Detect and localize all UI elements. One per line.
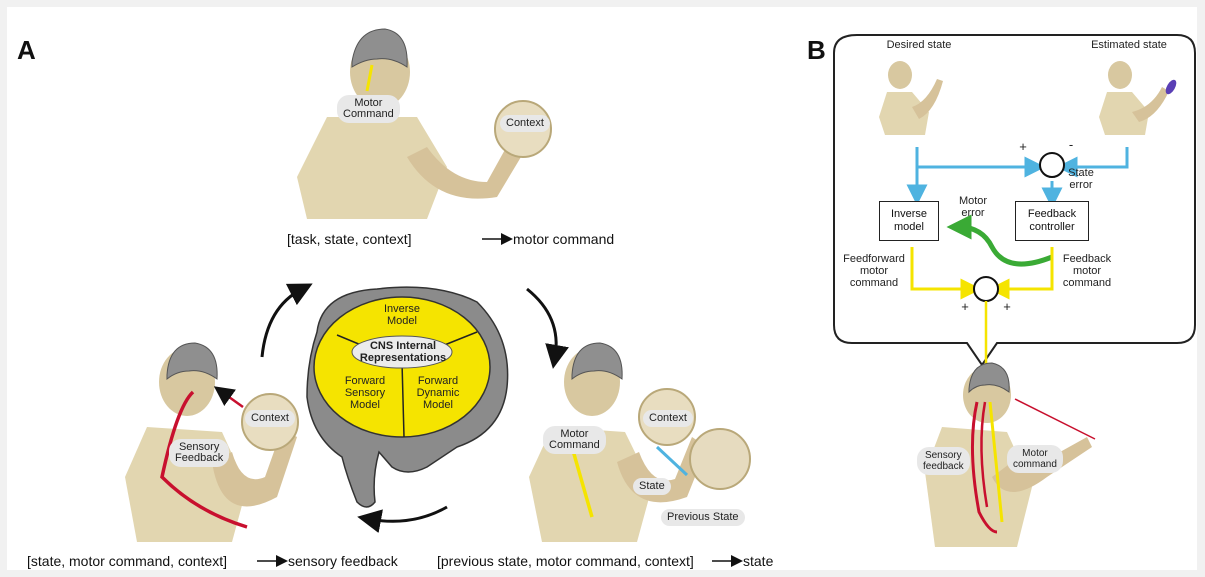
brain-forward-sensory-label: Forward Sensory Model — [344, 375, 386, 411]
right-formula-right: state — [743, 553, 774, 569]
body-brain — [968, 362, 1010, 394]
estimated-state-figure — [1099, 61, 1177, 135]
inverse-model-block: Inverse model — [879, 201, 939, 241]
state-error-label: State error — [1068, 167, 1094, 191]
motor-sum-junction — [973, 276, 999, 302]
panel-b-letter: B — [807, 35, 826, 65]
top-arm — [407, 137, 527, 199]
feedforward-line — [910, 247, 982, 300]
figure: A — [7, 7, 1197, 570]
top-torso — [297, 117, 447, 219]
top-formula-left: [task, state, context] — [287, 231, 412, 247]
feedforward-motor-command-label: Feedforward motor command — [843, 253, 905, 289]
desired-state-label: Desired state — [886, 39, 952, 51]
feedback-motor-command-label: Feedback motor command — [1062, 253, 1112, 289]
left-formula-right: sensory feedback — [288, 553, 398, 569]
estimated-arm — [1132, 87, 1169, 122]
estimated-torso — [1099, 92, 1149, 135]
left-sensory-feedback-label: Sensory Feedback — [169, 439, 230, 467]
brain-forward-dynamic-label: Forward Dynamic Model — [416, 375, 460, 411]
right-brain — [571, 342, 623, 381]
brain-cns-ellipse — [351, 335, 453, 369]
left-context-label: Context — [245, 410, 295, 427]
brain-diagram — [306, 286, 509, 508]
panel-a-graphics — [125, 28, 751, 567]
motor-plus-sign-right: + — [1003, 299, 1011, 314]
top-brain — [351, 28, 408, 68]
right-motor-arrow — [570, 446, 594, 518]
state-sum-junction — [1039, 152, 1065, 178]
right-previous-ball — [689, 428, 751, 490]
top-context-label: Context — [500, 115, 550, 132]
estimated-state-label: Estimated state — [1091, 39, 1167, 51]
estimated-head — [1108, 61, 1132, 89]
body-face — [963, 367, 1011, 423]
left-formula-left: [state, motor command, context] — [27, 553, 227, 569]
estimated-object — [1165, 79, 1177, 95]
body-motor-arrow — [988, 401, 1004, 523]
desired-arm — [912, 79, 943, 119]
body-sensory-arrow-2 — [980, 401, 989, 508]
body-motor-command-label: Motor command — [1007, 445, 1063, 473]
top-motor-command-label: Motor Command — [337, 95, 400, 123]
left-sensory-arrow — [160, 390, 248, 529]
right-motor-command-label: Motor Command — [543, 426, 606, 454]
left-brain — [166, 342, 218, 381]
right-context-label: Context — [643, 410, 693, 427]
cycle-arrow-left-up — [260, 283, 313, 358]
cycle-arrow-right-down — [526, 287, 569, 369]
right-state-label: State — [633, 478, 671, 495]
desired-state-figure — [879, 61, 943, 135]
motor-error-label: Motor error — [958, 195, 988, 219]
top-motor-arrow — [365, 64, 374, 92]
desired-head — [888, 61, 912, 89]
motor-plus-sign-left: + — [961, 299, 969, 314]
state-minus-sign: - — [1068, 137, 1074, 152]
feedback-line — [988, 247, 1054, 300]
right-formula-left: [previous state, motor command, context] — [437, 553, 694, 569]
brain-cns-label: CNS Internal Representations — [359, 340, 447, 364]
speech-bubble — [833, 34, 1196, 367]
desired-torso — [879, 92, 929, 135]
body-sensory-arrow-1 — [970, 401, 998, 534]
top-formula-right: motor command — [513, 231, 615, 247]
cycle-arrow-bottom-left — [357, 505, 448, 533]
brain-inverse-model-label: Inverse Model — [383, 303, 421, 327]
brain-divider-3 — [401, 361, 405, 438]
body-finger-line — [1014, 398, 1096, 440]
left-context-arrow — [213, 386, 244, 409]
right-state-arrow — [655, 445, 689, 477]
right-torso — [529, 427, 652, 542]
state-plus-sign: + — [1019, 139, 1027, 154]
right-previous-state-label: Previous State — [661, 509, 745, 526]
panel-a-letter: A — [17, 35, 36, 65]
body-sensory-feedback-label: Sensory feedback — [917, 447, 970, 475]
feedback-controller-block: Feedback controller — [1015, 201, 1089, 241]
